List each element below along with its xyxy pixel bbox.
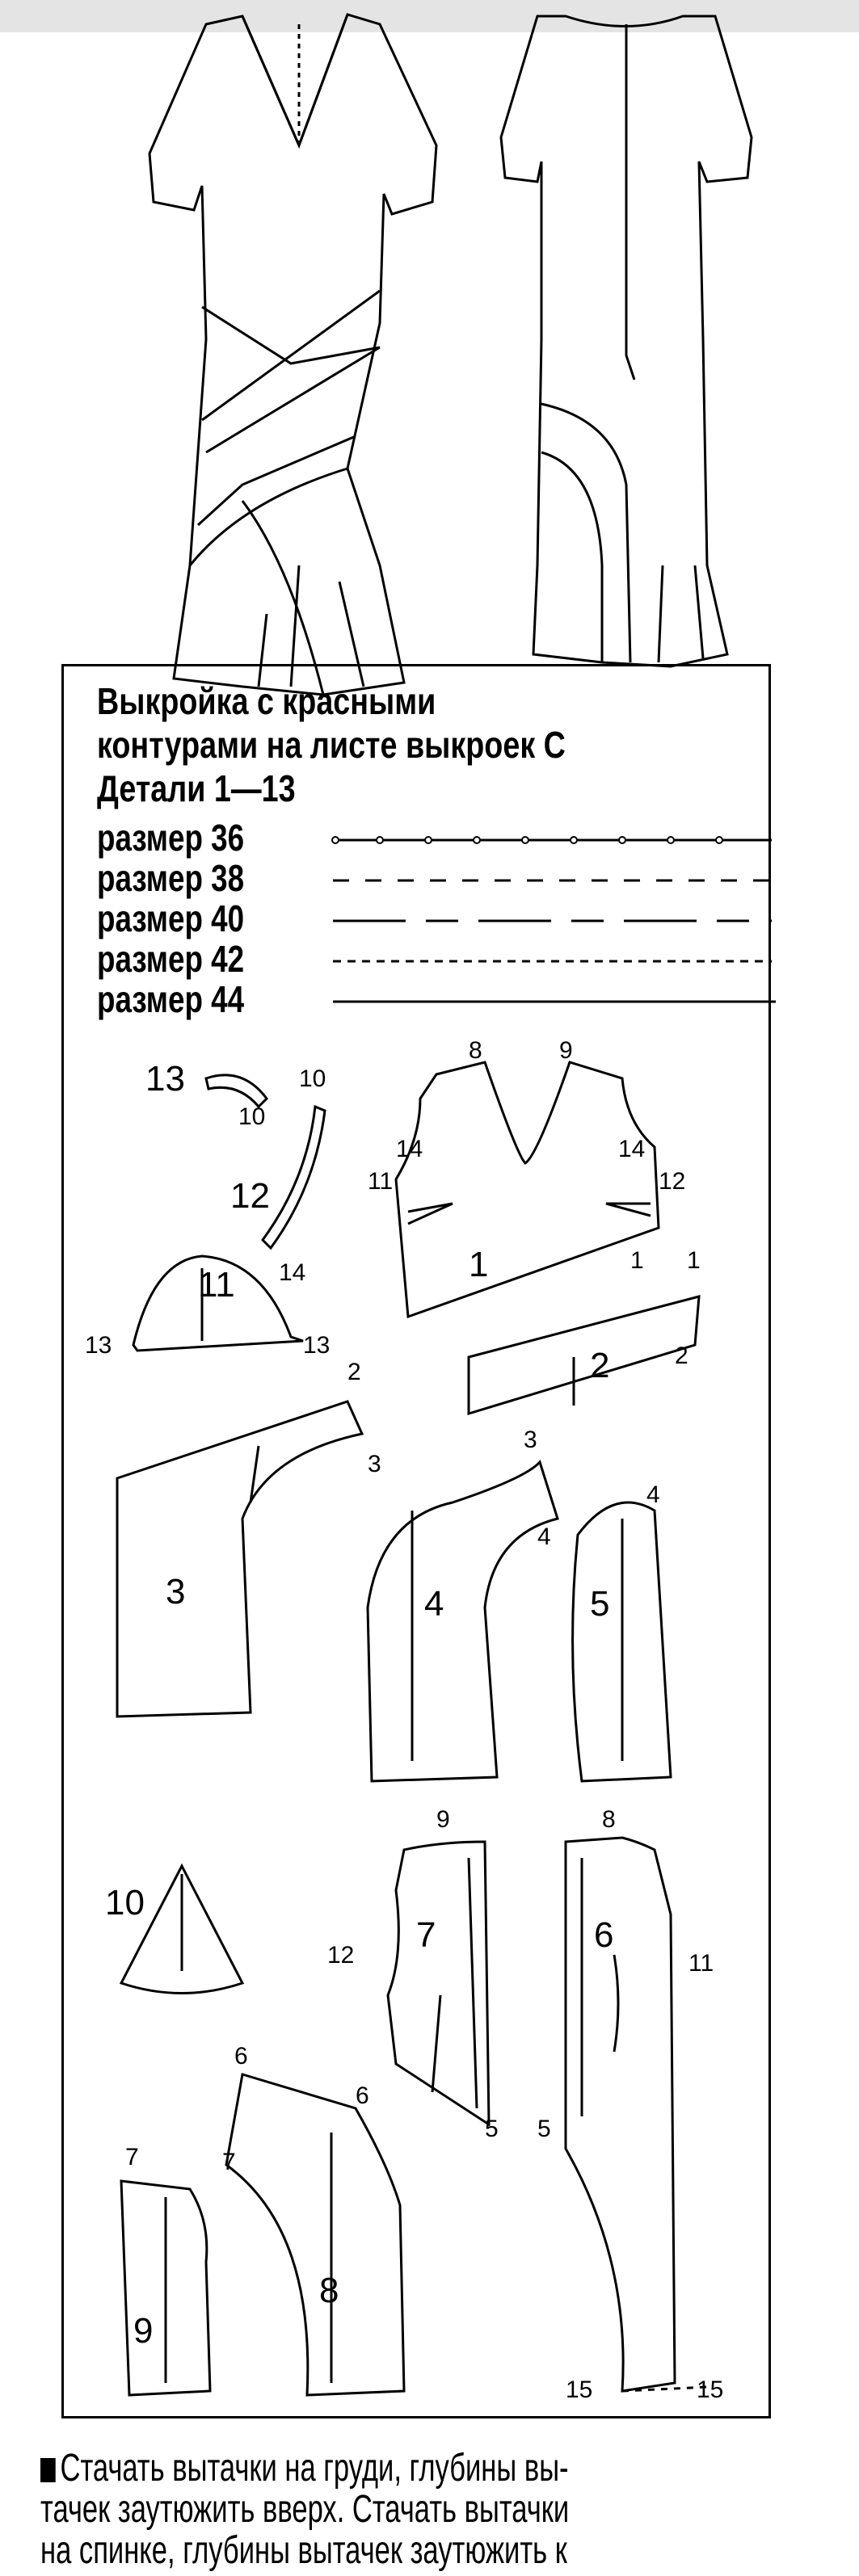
piece-label-3: 3 bbox=[166, 1572, 185, 1612]
piece-label-6: 6 bbox=[594, 1915, 613, 1955]
piece-label-7: 7 bbox=[416, 1915, 436, 1955]
size-44-label: размер 44 bbox=[97, 978, 245, 1020]
instructions-text: Стачать вытачки на груди, глубины вы- та… bbox=[40, 2447, 570, 2572]
svg-text:8: 8 bbox=[469, 1037, 482, 1064]
piece-5 bbox=[571, 1501, 672, 1783]
piece-label-4: 4 bbox=[424, 1584, 444, 1624]
piece-label-9: 9 bbox=[133, 2311, 153, 2351]
piece-4 bbox=[366, 1460, 559, 1783]
piece-7 bbox=[386, 1840, 491, 2127]
svg-text:13: 13 bbox=[303, 1332, 330, 1359]
svg-text:10: 10 bbox=[299, 1065, 326, 1092]
svg-text:14: 14 bbox=[279, 1259, 305, 1286]
svg-text:6: 6 bbox=[356, 2082, 369, 2109]
piece-12 bbox=[261, 1104, 326, 1250]
pattern-pieces bbox=[116, 1061, 708, 2397]
front-dress-sketch bbox=[148, 13, 438, 696]
size-40-label: размер 40 bbox=[97, 897, 245, 939]
piece-11 bbox=[132, 1254, 304, 1352]
piece-1 bbox=[394, 1061, 660, 1319]
pattern-box bbox=[61, 664, 771, 2418]
piece-2 bbox=[467, 1295, 701, 1416]
piece-label-10: 10 bbox=[105, 1883, 145, 1923]
svg-text:2: 2 bbox=[347, 1359, 361, 1385]
svg-text:2: 2 bbox=[675, 1343, 688, 1369]
piece-label-1: 1 bbox=[469, 1245, 488, 1284]
svg-text:1: 1 bbox=[687, 1247, 701, 1274]
piece-label-8: 8 bbox=[319, 2271, 339, 2310]
svg-text:11: 11 bbox=[688, 1950, 714, 1977]
piece-13 bbox=[204, 1074, 268, 1109]
piece-6 bbox=[564, 1836, 676, 2393]
svg-text:12: 12 bbox=[327, 1942, 354, 1969]
svg-text:15: 15 bbox=[697, 2376, 723, 2403]
svg-text:9: 9 bbox=[436, 1806, 450, 1833]
back-dress-sketch bbox=[499, 15, 753, 668]
svg-text:8: 8 bbox=[602, 1806, 616, 1833]
piece-label-2: 2 bbox=[590, 1346, 609, 1385]
bullet-square-icon bbox=[40, 2458, 56, 2482]
piece-label-13: 13 bbox=[145, 1059, 185, 1099]
svg-text:7: 7 bbox=[125, 2144, 139, 2170]
halftone-texture bbox=[0, 0, 859, 32]
size-42-label: размер 42 bbox=[97, 938, 245, 980]
piece-3 bbox=[116, 1400, 364, 1718]
piece-8 bbox=[225, 2073, 406, 2397]
svg-text:7: 7 bbox=[222, 2149, 236, 2175]
svg-text:1: 1 bbox=[630, 1247, 644, 1274]
legend-title-line-1: Выкройка с красными bbox=[97, 680, 436, 722]
svg-text:3: 3 bbox=[524, 1427, 537, 1453]
legend-line-samples bbox=[331, 836, 776, 1003]
notch-numbers: 8 9 10 10 14 14 11 12 1 1 14 13 13 2 2 3… bbox=[85, 1037, 723, 2403]
piece-label-11: 11 bbox=[198, 1265, 235, 1305]
svg-text:14: 14 bbox=[618, 1136, 645, 1162]
svg-text:5: 5 bbox=[485, 2116, 499, 2142]
svg-text:6: 6 bbox=[234, 2043, 248, 2070]
svg-text:10: 10 bbox=[238, 1103, 265, 1130]
piece-label-12: 12 bbox=[230, 1176, 270, 1216]
svg-text:4: 4 bbox=[646, 1481, 660, 1508]
piece-numbers: 1 2 3 4 5 6 7 8 9 10 11 12 13 bbox=[105, 1059, 613, 2351]
size-36-label: размер 36 bbox=[97, 817, 245, 859]
legend-title-line-2: контурами на листе выкроек С bbox=[97, 724, 566, 766]
piece-10 bbox=[119, 1863, 245, 1994]
svg-text:3: 3 bbox=[368, 1451, 381, 1477]
legend-title-line-3: Детали 1—13 bbox=[97, 767, 296, 809]
svg-text:9: 9 bbox=[559, 1037, 573, 1064]
svg-text:11: 11 bbox=[368, 1168, 393, 1195]
size-38-label: размер 38 bbox=[97, 857, 245, 899]
piece-label-5: 5 bbox=[590, 1584, 609, 1624]
svg-text:12: 12 bbox=[659, 1168, 685, 1195]
svg-text:15: 15 bbox=[566, 2376, 592, 2403]
svg-text:4: 4 bbox=[537, 1523, 551, 1550]
svg-text:13: 13 bbox=[85, 1332, 112, 1359]
svg-text:5: 5 bbox=[537, 2116, 551, 2142]
svg-text:14: 14 bbox=[396, 1136, 423, 1162]
piece-9 bbox=[120, 2179, 212, 2397]
